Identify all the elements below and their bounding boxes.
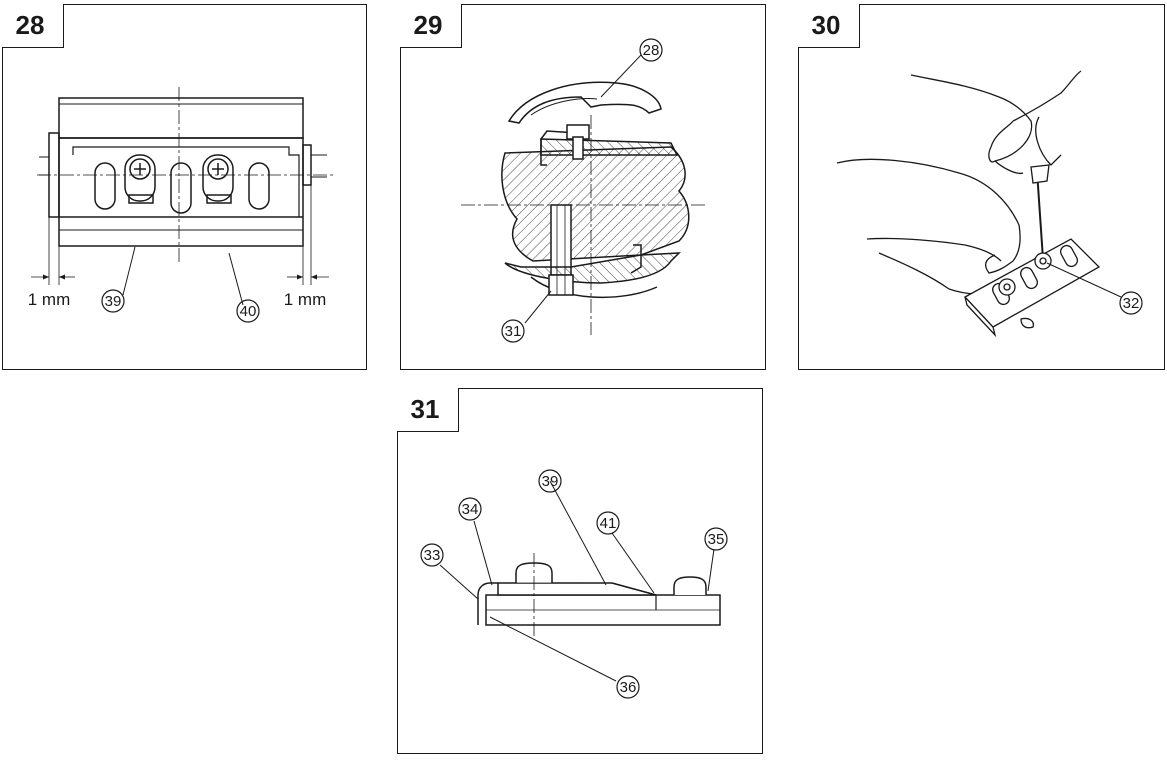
callout-41: 41: [600, 515, 617, 532]
callout-39: 39: [105, 293, 122, 310]
figure-31-labels: 39 34 41 33 35 36: [424, 473, 725, 696]
callout-34: 34: [462, 501, 479, 518]
callout-40: 40: [240, 303, 257, 320]
figure-30-labels: 32: [1123, 295, 1140, 312]
dimension-right-label: 1 mm: [284, 290, 327, 309]
callout-39: 39: [542, 473, 559, 490]
figure-29-number: 29: [399, 3, 462, 48]
callout-31: 31: [505, 323, 522, 340]
callout-35: 35: [708, 531, 725, 548]
figure-31-drawing: [420, 469, 728, 699]
figure-29-drawing: [461, 38, 707, 343]
callout-33: 33: [424, 547, 441, 564]
figure-31-number: 31: [396, 387, 459, 432]
callout-36: 36: [620, 679, 637, 696]
dimension-left-label: 1 mm: [28, 290, 71, 309]
figure-28-drawing: [31, 87, 333, 323]
figure-30: 30 32: [797, 3, 1165, 370]
figure-28-number: 28: [1, 3, 64, 48]
callout-32: 32: [1123, 295, 1140, 312]
figure-28-labels: 39 40 1 mm 1 mm: [28, 290, 327, 320]
figure-30-drawing: [836, 70, 1143, 338]
figure-31: 31 39 34 41 33 35 36: [396, 387, 763, 754]
callout-28: 28: [643, 42, 660, 59]
figure-29: 29: [399, 3, 766, 370]
figure-28: 28: [1, 3, 367, 370]
figure-30-number: 30: [797, 3, 860, 48]
figure-29-labels: 28 31: [505, 42, 660, 340]
